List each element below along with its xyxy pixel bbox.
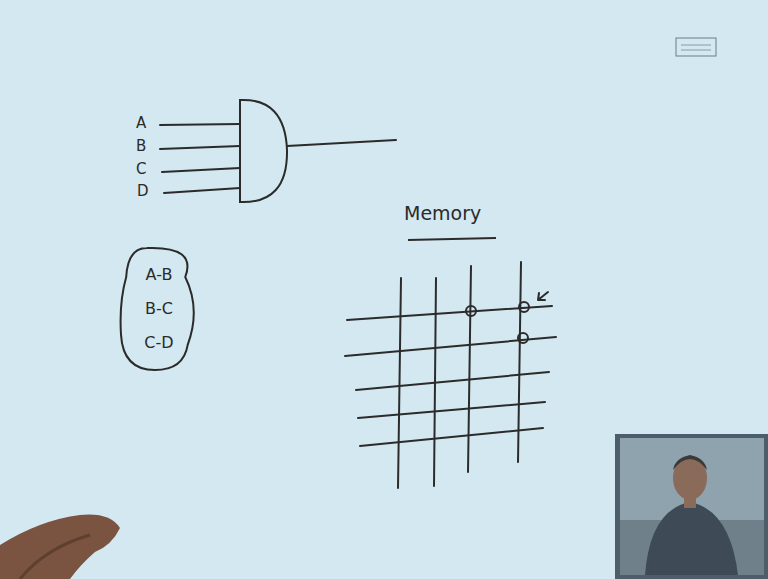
and-gate	[160, 100, 396, 202]
memory-grid	[345, 262, 556, 488]
title-underline	[408, 238, 496, 240]
signal-name: D	[137, 184, 149, 199]
pair-text: B-C	[144, 301, 174, 317]
signal-name: B	[136, 139, 146, 154]
hand	[20, 535, 90, 579]
pair-text: A-B	[144, 267, 174, 283]
signal-name: A	[136, 116, 146, 131]
pair-text: C-D	[144, 335, 174, 351]
note-bubble: A-B B-C C-D	[118, 245, 200, 373]
hand	[0, 515, 120, 579]
signal-name: C	[136, 162, 146, 177]
logo-mark	[681, 50, 711, 51]
logo-mark	[676, 38, 716, 56]
video-inset	[615, 434, 768, 579]
logo-mark	[681, 45, 711, 46]
section-title: Memory	[404, 204, 481, 223]
